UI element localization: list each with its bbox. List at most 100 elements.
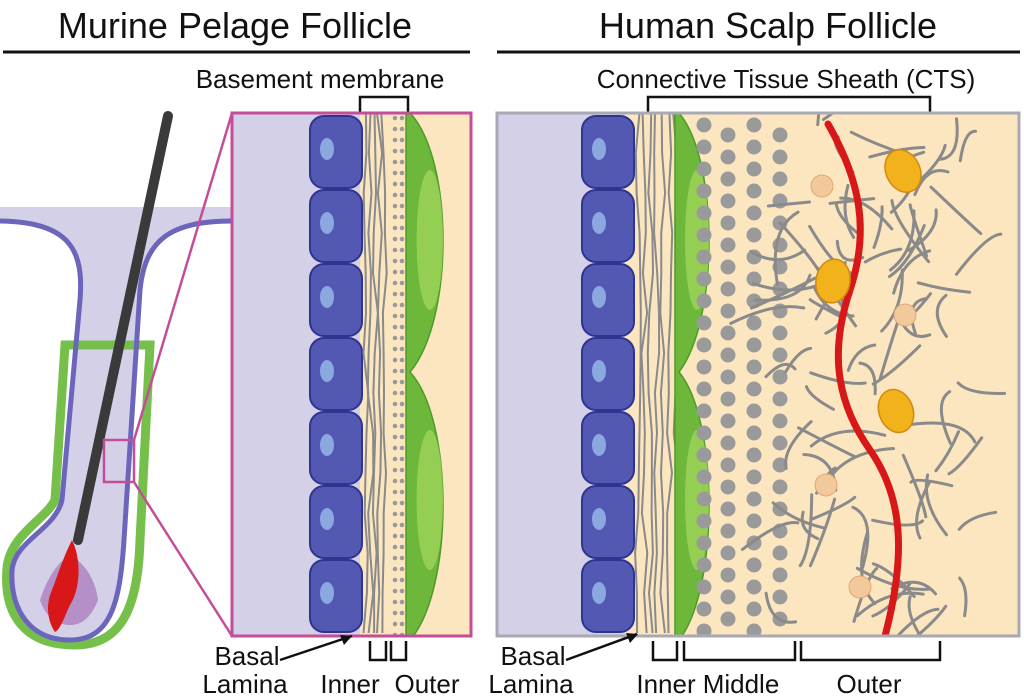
tangled-fiber <box>764 591 798 624</box>
matrix-dot <box>399 214 405 220</box>
matrix-dot <box>399 599 405 605</box>
middle-layer-dot <box>720 523 736 539</box>
matrix-dot <box>399 588 405 594</box>
matrix-dot <box>392 522 398 528</box>
middle-layer-dot <box>696 447 712 463</box>
matrix-dot <box>399 412 405 418</box>
tangled-fiber <box>958 576 968 618</box>
tangled-fiber <box>808 497 837 568</box>
matrix-dot <box>399 247 405 253</box>
matrix-dot <box>392 555 398 561</box>
middle-layer-dot <box>746 425 762 441</box>
matrix-dot <box>392 412 398 418</box>
murine-outer-label: Outer <box>394 669 459 698</box>
middle-layer-dot <box>696 249 712 265</box>
tangled-fiber <box>871 562 916 598</box>
matrix-dot <box>399 401 405 407</box>
matrix-dot <box>392 302 398 308</box>
murine-inner-bracket <box>368 641 388 662</box>
middle-layer-dot <box>696 535 712 551</box>
matrix-dot <box>399 258 405 264</box>
round-cell <box>893 303 917 327</box>
middle-layer-dot <box>696 469 712 485</box>
tangled-fiber <box>800 510 820 541</box>
tangled-fiber <box>939 390 952 445</box>
middle-layer-dot <box>746 491 762 507</box>
middle-layer-dot <box>772 479 788 495</box>
tangled-fiber <box>907 595 923 636</box>
middle-layer-dot <box>772 127 788 143</box>
matrix-dot <box>399 335 405 341</box>
tangled-fiber <box>856 591 925 617</box>
matrix-dot <box>392 456 398 462</box>
murine-fibroblasts <box>405 113 444 636</box>
basal-cell <box>581 485 635 559</box>
middle-layer-dot <box>746 271 762 287</box>
matrix-dot <box>392 137 398 143</box>
matrix-dot <box>399 478 405 484</box>
matrix-dot <box>392 126 398 132</box>
middle-layer-dot <box>720 281 736 297</box>
cell-nucleus <box>320 360 334 382</box>
basal-cell <box>581 189 635 263</box>
middle-layer-dot <box>720 369 736 385</box>
round-cell <box>814 473 838 497</box>
tangled-fiber <box>843 184 856 239</box>
tangled-fiber <box>753 273 812 302</box>
tangled-fiber <box>871 518 925 527</box>
human-middle-bracket <box>682 641 797 662</box>
matrix-dot <box>399 511 405 517</box>
tangled-fiber <box>766 200 811 208</box>
matrix-dot <box>392 544 398 550</box>
middle-layer-dot <box>746 315 762 331</box>
middle-layer-dot <box>746 139 762 155</box>
tangled-fiber <box>784 420 813 470</box>
middle-layer-dot <box>696 139 712 155</box>
middle-layer-dot <box>696 623 712 636</box>
cell-nucleus <box>320 212 334 234</box>
matrix-dot <box>392 247 398 253</box>
collagen-fiber <box>646 113 655 634</box>
basal-cell <box>309 189 363 263</box>
matrix-dot <box>392 324 398 330</box>
tangled-fiber <box>750 276 817 310</box>
tangled-fiber <box>888 224 926 278</box>
human-basal-cells <box>581 115 635 633</box>
matrix-dot <box>392 434 398 440</box>
tangled-fiber <box>740 521 800 551</box>
matrix-dot <box>392 500 398 506</box>
matrix-dot <box>399 115 405 121</box>
matrix-dot <box>392 368 398 374</box>
matrix-dot <box>392 423 398 429</box>
middle-layer-dot <box>746 249 762 265</box>
tangled-fiber <box>872 205 884 249</box>
tangled-fiber <box>827 447 895 481</box>
middle-layer-dot <box>720 479 736 495</box>
tangled-fiber <box>892 249 932 295</box>
collagen-fiber <box>380 113 388 634</box>
tangled-fiber <box>888 209 916 272</box>
middle-layer-dot <box>696 557 712 573</box>
middle-layer-dot <box>696 579 712 595</box>
murine-inset <box>232 113 471 636</box>
matrix-dot <box>392 599 398 605</box>
middle-layer-dot <box>720 347 736 363</box>
basal-cell <box>309 337 363 411</box>
middle-layer-dot <box>720 567 736 583</box>
tangled-fiber <box>909 478 954 488</box>
cell-nucleus <box>320 138 334 160</box>
basal-cell <box>581 263 635 337</box>
matrix-dot <box>392 236 398 242</box>
matrix-dot <box>392 566 398 572</box>
tangled-fiber <box>937 117 959 161</box>
middle-layer-dot <box>696 513 712 529</box>
matrix-dot <box>392 588 398 594</box>
matrix-dot <box>399 390 405 396</box>
middle-layer-dot <box>696 601 712 617</box>
middle-layer-dot <box>746 117 762 133</box>
collagen-fiber <box>371 113 379 633</box>
murine-basal-arrowhead <box>340 635 352 645</box>
murine-title: Murine Pelage Follicle <box>58 5 412 46</box>
murine-inner-label: Inner <box>320 669 380 698</box>
tangled-fiber <box>798 493 814 568</box>
